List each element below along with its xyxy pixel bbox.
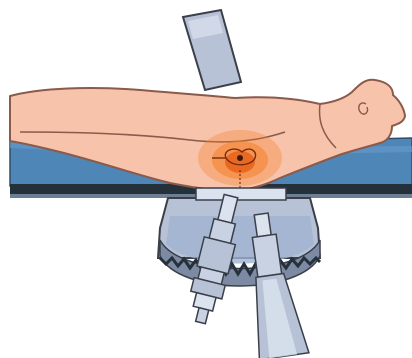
kidney-stone (237, 155, 243, 161)
lithotripter-housing (158, 188, 320, 286)
